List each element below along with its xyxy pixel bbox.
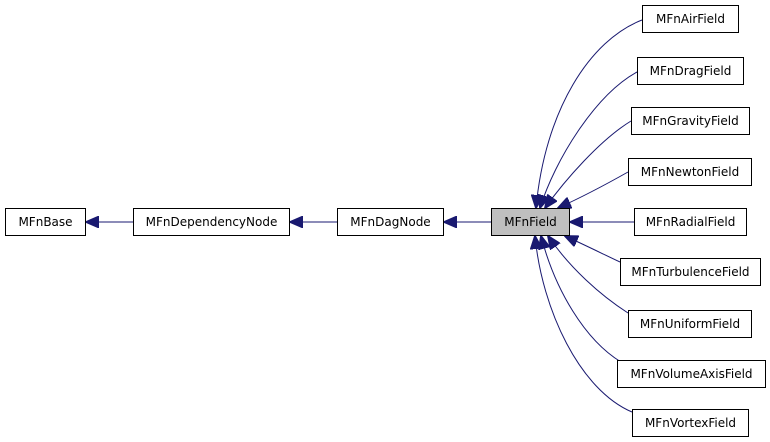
node-mfnuniformfield[interactable]: MFnUniformField: [628, 310, 752, 338]
node-mfngravityfield[interactable]: MFnGravityField: [631, 107, 750, 135]
edge-gravity-to-field: [545, 120, 632, 208]
edge-uniform-to-field: [548, 236, 629, 314]
node-mfnvortexfield[interactable]: MFnVortexField: [632, 409, 749, 437]
edge-newton-to-field: [558, 171, 629, 208]
node-mfndagnode[interactable]: MFnDagNode: [337, 208, 444, 236]
edge-turbulence-to-field: [565, 236, 621, 263]
node-mfnradialfield[interactable]: MFnRadialField: [634, 208, 747, 236]
node-mfnbase[interactable]: MFnBase: [5, 208, 86, 236]
node-mfndependencynode[interactable]: MFnDependencyNode: [133, 208, 290, 236]
node-mfnturbulencefield[interactable]: MFnTurbulenceField: [620, 258, 761, 286]
node-mfndragfield[interactable]: MFnDragField: [637, 57, 744, 85]
edge-volumeaxis-to-field: [541, 236, 622, 363]
node-mfnfield: MFnField: [491, 208, 570, 236]
edge-drag-to-field: [540, 71, 638, 208]
node-mfnnewtonfield[interactable]: MFnNewtonField: [628, 158, 752, 186]
edge-vortex-to-field: [535, 236, 633, 413]
node-mfnvolumeaxisfield[interactable]: MFnVolumeAxisField: [617, 360, 766, 388]
edge-air-to-field: [536, 19, 643, 208]
node-mfnairfield[interactable]: MFnAirField: [642, 5, 739, 33]
